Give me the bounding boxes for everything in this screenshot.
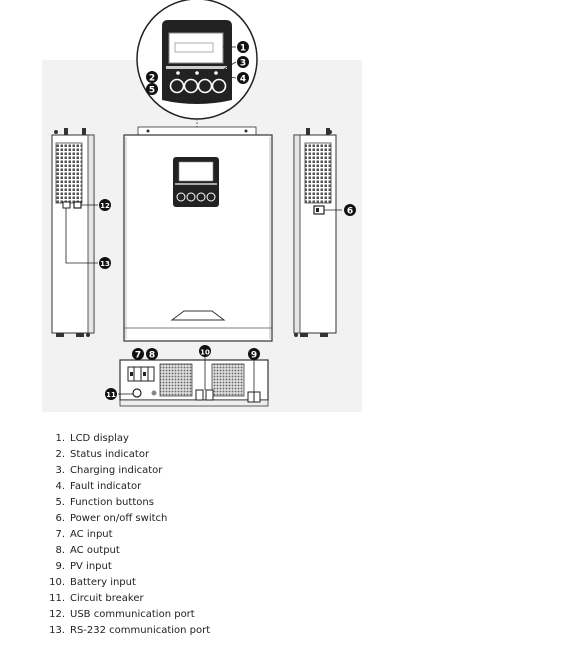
callout-5: 5 — [146, 83, 158, 96]
zoom-detail — [136, 0, 258, 120]
front-view — [123, 126, 273, 342]
callout-12: 12 — [99, 199, 111, 211]
fault-led-zoomed — [214, 71, 218, 75]
legend-number: 1. — [55, 433, 65, 444]
legend-item: 4. Fault indicator — [40, 479, 210, 495]
callout-7-label: 7 — [135, 351, 141, 361]
legend-label: PV input — [70, 561, 112, 572]
left-side-view — [51, 128, 98, 337]
legend-item: 6. Power on/off switch — [40, 511, 210, 527]
legend-number: 6. — [55, 513, 65, 524]
callout-2: 2 — [146, 71, 158, 84]
callout-4: 4 — [237, 72, 249, 85]
left-vent — [55, 142, 83, 204]
legend-item: 1. LCD display — [40, 431, 210, 447]
legend-number: 13. — [49, 625, 65, 636]
legend-item: 8. AC output — [40, 543, 210, 559]
legend-label: Power on/off switch — [70, 513, 168, 524]
legend-label: LCD display — [70, 433, 129, 444]
legend-label: Battery input — [70, 577, 136, 588]
legend-item: 11. Circuit breaker — [40, 591, 210, 607]
legend-number: 2. — [55, 449, 65, 460]
inverter-diagram: 1 2 3 4 5 6 7 8 9 10 11 12 13 — [42, 0, 362, 412]
callout-11-label: 11 — [106, 391, 116, 399]
legend-label: AC output — [70, 545, 120, 556]
legend-number: 8. — [55, 545, 65, 556]
battery-terminal-b — [205, 389, 214, 401]
callout-11: 11 — [105, 388, 117, 400]
callout-3: 3 — [237, 56, 249, 69]
legend-number: 11. — [49, 593, 65, 604]
legend-number: 10. — [49, 577, 65, 588]
function-buttons-zoomed — [169, 78, 227, 94]
legend-label: Function buttons — [70, 497, 154, 508]
callout-2-label: 2 — [149, 74, 155, 84]
legend-number: 7. — [55, 529, 65, 540]
front-handle — [170, 310, 226, 321]
right-side-view — [293, 128, 342, 337]
legend-label: Status indicator — [70, 449, 150, 460]
callout-13-label: 13 — [100, 260, 110, 268]
fan-left — [159, 363, 193, 397]
callout-7: 7 — [132, 348, 144, 361]
legend-number: 3. — [55, 465, 65, 476]
callout-5-label: 5 — [149, 86, 155, 96]
legend-item: 9. PV input — [40, 559, 210, 575]
legend-number: 5. — [55, 497, 65, 508]
callout-4-label: 4 — [240, 75, 246, 85]
fan-right — [211, 363, 245, 397]
parts-legend: 1. LCD display 2. Status indicator 3. Charg… — [40, 431, 210, 639]
legend-item: 5. Function buttons — [40, 495, 210, 511]
bottom-view — [118, 357, 269, 407]
callout-8: 8 — [146, 348, 158, 361]
callout-9: 9 — [248, 348, 260, 361]
status-led-zoomed — [176, 71, 180, 75]
callout-10: 10 — [199, 345, 211, 357]
callout-13: 13 — [99, 257, 111, 269]
callout-9-label: 9 — [251, 351, 257, 361]
callout-10-label: 10 — [200, 349, 210, 357]
battery-terminal-a — [195, 389, 204, 401]
legend-item: 3. Charging indicator — [40, 463, 210, 479]
legend-item: 7. AC input — [40, 527, 210, 543]
legend-label: Charging indicator — [70, 465, 163, 476]
legend-label: AC input — [70, 529, 113, 540]
legend-number: 12. — [49, 609, 65, 620]
callout-8-label: 8 — [149, 351, 155, 361]
legend-label: Circuit breaker — [70, 593, 144, 604]
callout-6: 6 — [344, 204, 356, 217]
circuit-breaker — [132, 388, 142, 398]
callout-6-label: 6 — [347, 207, 353, 217]
legend-label: RS-232 communication port — [70, 625, 211, 636]
legend-item: 10. Battery input — [40, 575, 210, 591]
legend-number: 9. — [55, 561, 65, 572]
legend-item: 2. Status indicator — [40, 447, 210, 463]
front-lcd — [178, 161, 214, 182]
callout-1-label: 1 — [240, 44, 246, 54]
lcd-screen-zoomed — [168, 32, 224, 64]
callout-1: 1 — [237, 41, 249, 54]
rs232-port — [62, 201, 71, 209]
usb-port — [73, 201, 82, 209]
legend-label: Fault indicator — [70, 481, 142, 492]
charging-led-zoomed — [195, 71, 199, 75]
right-vent — [304, 142, 332, 204]
callout-12-label: 12 — [100, 202, 110, 210]
callout-3-label: 3 — [240, 59, 246, 69]
legend-number: 4. — [55, 481, 65, 492]
legend-label: USB communication port — [70, 609, 195, 620]
legend-item: 13. RS-232 communication port — [40, 623, 210, 639]
legend-item: 12. USB communication port — [40, 607, 210, 623]
